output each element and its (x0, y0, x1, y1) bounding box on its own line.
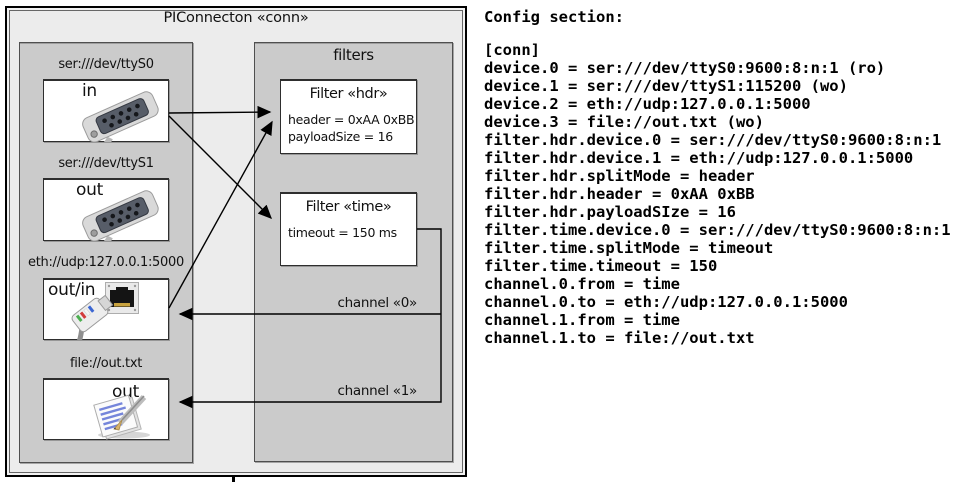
device-url-label-ttyS1: ser:///dev/ttyS1 (58, 156, 154, 171)
config-line: channel.1.from = time (484, 311, 680, 329)
device-node-ttyS0: in (43, 79, 169, 142)
channel-1-label: channel «1» (337, 383, 417, 399)
filter-time-param-timeout: timeout = 150 ms (288, 225, 397, 240)
config-line: device.3 = file://out.txt (wo) (484, 113, 764, 131)
config-line: filter.time.timeout = 150 (484, 257, 718, 275)
device-node-eth: out/in (43, 278, 169, 340)
config-lines: [conn]device.0 = ser:///dev/ttyS0:9600:8… (484, 41, 951, 347)
serial-connector-icon (82, 91, 159, 142)
device-url-label-file: file://out.txt (69, 356, 143, 371)
pencil-icon (113, 394, 147, 431)
device-url-label-eth: eth://udp:127.0.0.1:5000 (28, 255, 184, 270)
device-url-label-ttyS0: ser:///dev/ttyS0 (58, 57, 154, 72)
config-line: filter.hdr.splitMode = header (484, 167, 755, 185)
device-io-label: in (82, 81, 97, 101)
config-line: filter.time.device.0 = ser:///dev/ttyS0:… (484, 221, 951, 239)
ethernet-port-icon (105, 282, 139, 314)
filter-hdr-param-payloadsize: payloadSize = 16 (288, 129, 393, 144)
device-node-ttyS1: out (43, 178, 169, 241)
config-line: filter.hdr.device.0 = ser:///dev/ttyS0:9… (484, 131, 942, 149)
config-line: filter.hdr.payloadSIze = 16 (484, 203, 736, 221)
config-line: channel.0.to = eth://udp:127.0.0.1:5000 (484, 293, 848, 311)
filters-panel-title: filters (333, 46, 374, 64)
filter-hdr-param-header: header = 0xAA 0xBB (288, 112, 415, 127)
config-line: [conn] (484, 41, 540, 59)
device-node-file: out (43, 378, 169, 440)
config-line: device.2 = eth://udp:127.0.0.1:5000 (484, 95, 811, 113)
filter-hdr-node: Filter «hdr» header = 0xAA 0xBB payloadS… (280, 79, 417, 154)
config-line: device.1 = ser:///dev/ttyS1:115200 (wo) (484, 77, 848, 95)
ethernet-plug-icon (71, 294, 114, 340)
serial-connector-icon (82, 190, 159, 241)
frame-bottom-tick (232, 476, 235, 482)
channel-0-label: channel «0» (337, 295, 417, 311)
file-note-icon (93, 394, 150, 440)
config-line: filter.time.splitMode = timeout (484, 239, 774, 257)
device-io-label: out (76, 180, 103, 200)
config-line: channel.0.from = time (484, 275, 680, 293)
config-line: device.0 = ser:///dev/ttyS0:9600:8:n:1 (… (484, 59, 886, 77)
device-io-label: out/in (48, 280, 96, 300)
filter-hdr-title: Filter «hdr» (309, 86, 388, 102)
filter-time-title: Filter «time» (305, 199, 392, 215)
config-heading: Config section: (484, 8, 624, 26)
config-line: filter.hdr.device.1 = eth://udp:127.0.0.… (484, 149, 914, 167)
config-line: channel.1.to = file://out.txt (484, 329, 755, 347)
config-line: filter.hdr.header = 0xAA 0xBB (484, 185, 755, 203)
filter-time-node: Filter «time» timeout = 150 ms (280, 192, 417, 266)
diagram-title: PIConnecton «conn» (163, 10, 309, 26)
